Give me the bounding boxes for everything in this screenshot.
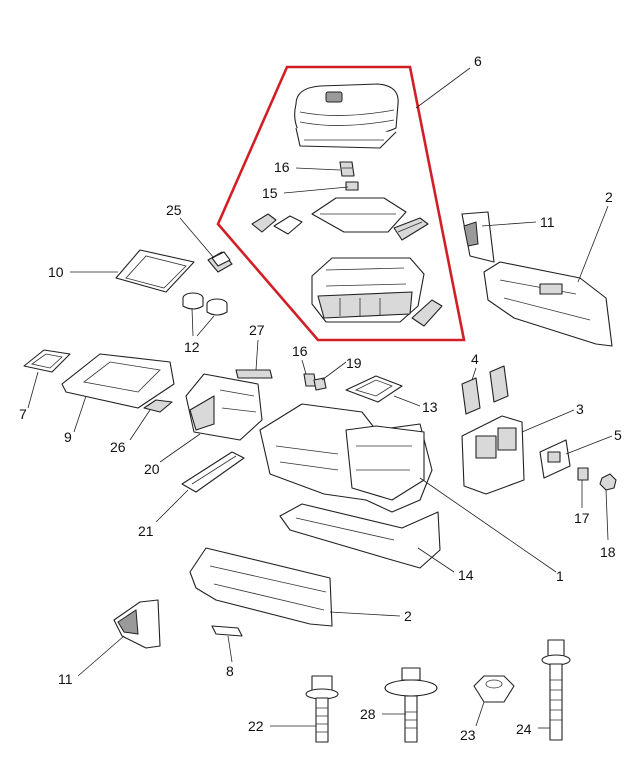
armrest-lid-part <box>294 83 399 149</box>
callout-22: 22 <box>248 718 264 734</box>
callout-20: 20 <box>144 461 160 477</box>
mat-part-13 <box>345 375 403 403</box>
bin-part-9 <box>61 353 175 409</box>
callout-21: 21 <box>138 523 154 539</box>
armrest-assembly-highlight <box>216 65 466 342</box>
callout-2-upper: 2 <box>605 189 613 205</box>
storage-mat-part-10 <box>115 249 195 293</box>
bolt-part-24 <box>541 639 571 741</box>
pad-part-26 <box>143 399 173 413</box>
clip-part-19 <box>313 377 327 391</box>
callout-19: 19 <box>346 355 362 371</box>
latch-clips-left <box>251 213 303 235</box>
callout-10: 10 <box>48 264 64 280</box>
trim-piece-small <box>411 299 443 327</box>
latch-plate-part <box>311 197 407 233</box>
mat-part-7 <box>23 349 71 373</box>
clip-part-16-upper <box>339 161 355 177</box>
side-panel-part-2-lower <box>189 547 333 627</box>
callout-28: 28 <box>360 706 376 722</box>
callout-6: 6 <box>474 53 482 69</box>
callout-2-lower: 2 <box>404 608 412 624</box>
cupholder-inserts-part-12 <box>182 292 228 316</box>
callout-8: 8 <box>226 663 234 679</box>
switch-bezel-part-5 <box>539 439 571 479</box>
callout-16-upper: 16 <box>274 159 290 175</box>
callout-12: 12 <box>184 339 200 355</box>
shifter-bracket-part-20 <box>185 373 263 441</box>
nut-part-18 <box>599 473 617 491</box>
callout-4: 4 <box>471 351 479 367</box>
callout-14: 14 <box>458 567 474 583</box>
bracket-part-21 <box>181 451 245 493</box>
pad-part-8 <box>211 625 243 637</box>
pad-part-27 <box>235 369 273 379</box>
panel-part-3 <box>461 415 525 495</box>
callout-1: 1 <box>556 568 564 584</box>
bolt-part-22 <box>305 675 339 743</box>
bezel-part-11-upper <box>461 211 495 263</box>
console-base-part-1 <box>259 403 433 513</box>
callout-11-lower: 11 <box>58 671 73 687</box>
callout-15: 15 <box>262 185 278 201</box>
nut-part-23 <box>473 675 515 703</box>
callout-24: 24 <box>516 721 532 737</box>
bracket-part-4 <box>461 365 509 415</box>
lower-frame-part-14 <box>279 503 441 569</box>
nut-part-17 <box>577 467 589 481</box>
storage-tray-part <box>311 257 425 323</box>
callout-9: 9 <box>64 429 72 445</box>
callout-23: 23 <box>460 727 476 743</box>
callout-17: 17 <box>574 510 590 526</box>
callout-16-lower: 16 <box>292 343 308 359</box>
callout-11-upper: 11 <box>540 214 555 230</box>
callout-18: 18 <box>600 544 616 560</box>
leader-lines <box>27 67 613 729</box>
callout-5: 5 <box>614 427 622 443</box>
callout-26: 26 <box>110 439 126 455</box>
callout-13: 13 <box>422 399 438 415</box>
side-panel-part-2-upper <box>483 261 613 347</box>
screw-part-15 <box>345 181 359 191</box>
callout-7: 7 <box>19 406 27 422</box>
callout-3: 3 <box>576 401 584 417</box>
hinge-part-right <box>393 217 429 241</box>
callout-25: 25 <box>166 202 182 218</box>
stud-part-28 <box>384 667 438 743</box>
bezel-part-11-lower <box>113 599 161 649</box>
latch-part-25 <box>207 251 233 273</box>
callout-labels: 6 16 15 2 25 11 10 27 12 16 19 4 13 3 7 … <box>19 53 622 743</box>
callout-27: 27 <box>249 322 265 338</box>
